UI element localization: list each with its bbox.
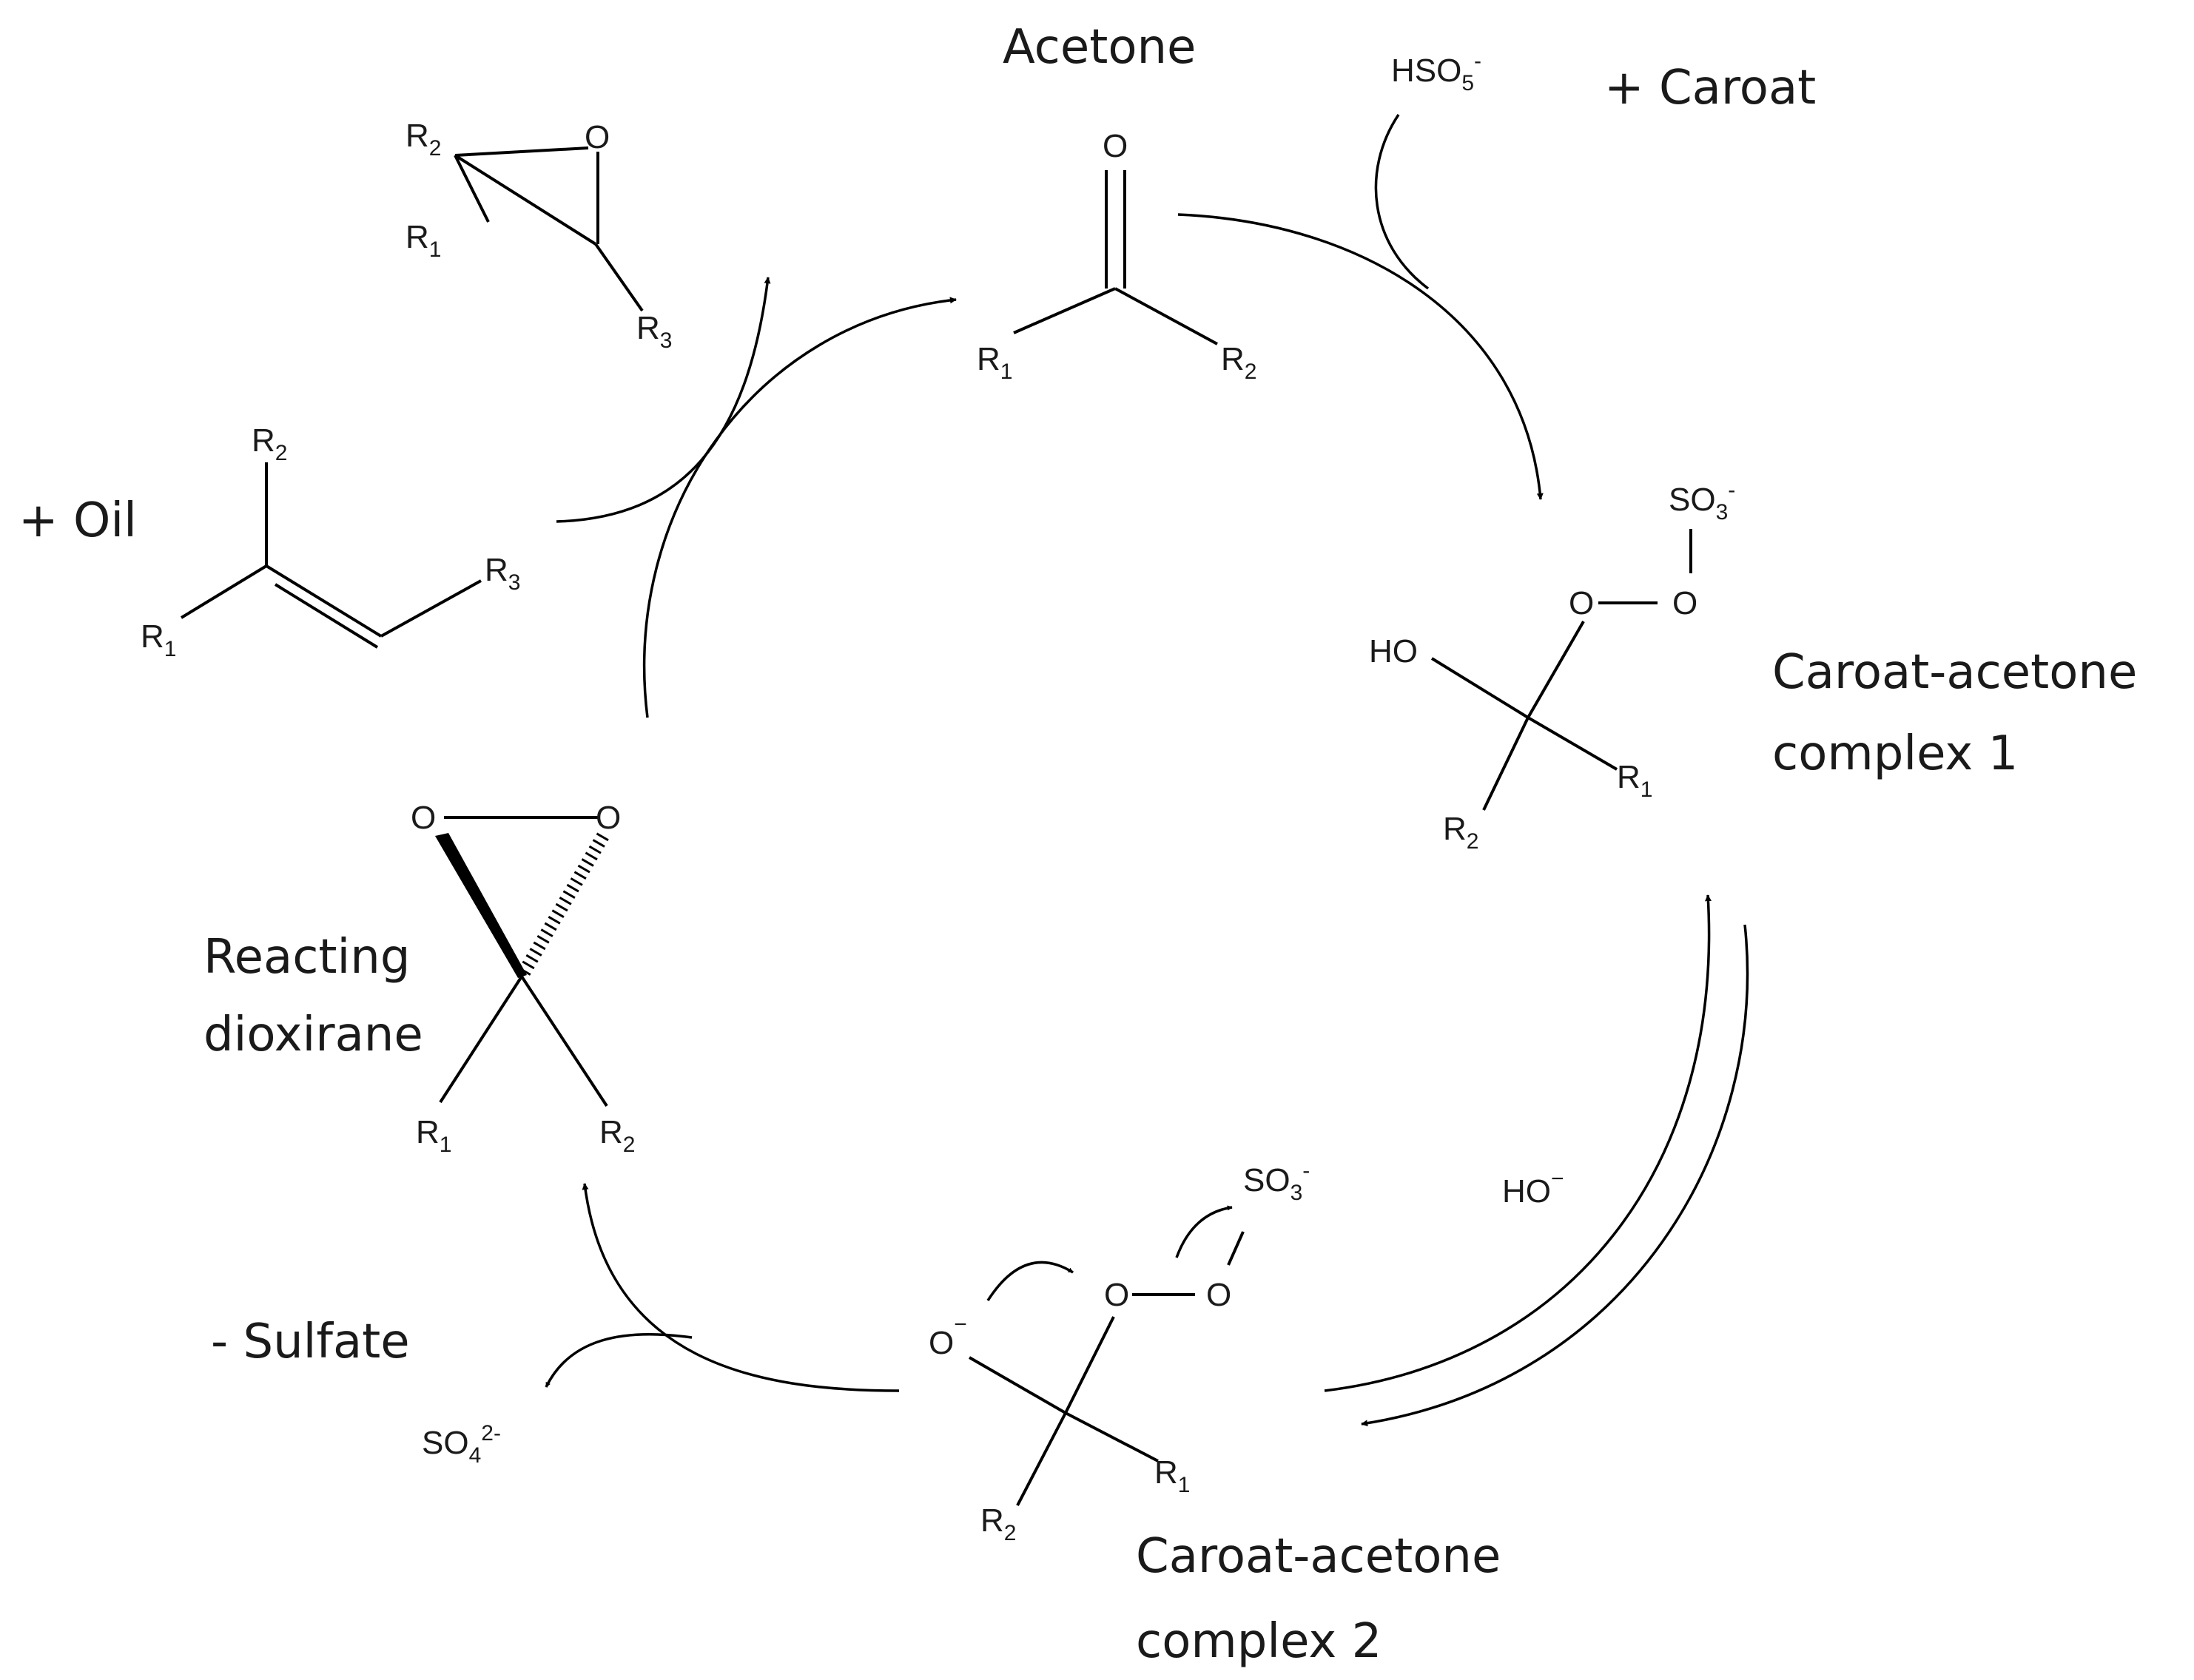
epoxide-oxygen: O bbox=[585, 119, 610, 155]
alkene-r3: R3 bbox=[485, 552, 520, 595]
complex2-label-line2: complex 2 bbox=[1136, 1614, 1382, 1669]
complex1-hydroxyl: HO bbox=[1369, 633, 1418, 669]
hydroxide-reagent: HO− bbox=[1502, 1167, 1564, 1210]
complex2-r1: R1 bbox=[1154, 1454, 1190, 1497]
dioxirane-structure: O O R1 R2 bbox=[411, 800, 635, 1157]
oil-label: + Oil bbox=[18, 493, 137, 548]
complex1-r1: R1 bbox=[1617, 759, 1652, 802]
complex2-oxygen-b: O bbox=[1206, 1277, 1231, 1313]
alkene-r2: R2 bbox=[252, 422, 287, 465]
arrow-hso5-entry bbox=[1374, 114, 1430, 290]
arrow-complex1-to-complex2 bbox=[1361, 924, 1749, 1427]
complex2-so3: SO3- bbox=[1243, 1158, 1310, 1205]
arrow-acetone-to-complex1 bbox=[1177, 213, 1544, 500]
hso5-reagent: HSO5- bbox=[1391, 49, 1481, 95]
complex2-r2: R2 bbox=[980, 1502, 1016, 1545]
complex1-label-line1: Caroat-acetone bbox=[1772, 645, 2137, 700]
dioxirane-oxygen-a: O bbox=[411, 800, 436, 836]
arrow-complex2-to-dioxirane bbox=[582, 1183, 900, 1392]
electron-push-arrow-2 bbox=[1175, 1205, 1233, 1258]
sulfate-label: - Sulfate bbox=[211, 1315, 410, 1369]
arrow-sulfate-release bbox=[545, 1333, 693, 1388]
epoxide-r2: R2 bbox=[406, 118, 441, 161]
epoxide-r3: R3 bbox=[636, 310, 672, 353]
arrow-oil-to-epoxide bbox=[556, 277, 771, 523]
complex2-oxide: O− bbox=[929, 1312, 967, 1361]
electron-push-arrow-1 bbox=[986, 1261, 1074, 1301]
acetone-r2: R2 bbox=[1221, 341, 1256, 384]
complex1-oxygen-a: O bbox=[1569, 585, 1594, 621]
caroat-label: + Caroat bbox=[1604, 61, 1816, 115]
dioxirane-label-line2: dioxirane bbox=[203, 1008, 423, 1062]
dioxirane-r2: R2 bbox=[599, 1114, 635, 1157]
acetone-oxygen: O bbox=[1103, 128, 1128, 164]
alkene-r1: R1 bbox=[141, 618, 176, 661]
acetone-label: Acetone bbox=[1003, 20, 1196, 75]
dioxirane-r1: R1 bbox=[416, 1114, 451, 1157]
dioxirane-label-line1: Reacting bbox=[203, 930, 410, 985]
acetone-r1: R1 bbox=[977, 341, 1012, 384]
complex1-oxygen-b: O bbox=[1672, 585, 1697, 621]
complex1-r2: R2 bbox=[1443, 811, 1478, 854]
dioxirane-oxygen-b: O bbox=[596, 800, 621, 836]
complex2-structure: O− O O SO3- R1 R2 bbox=[929, 1158, 1310, 1545]
epoxide-structure: O R2 R1 R3 bbox=[406, 118, 672, 353]
complex2-oxygen-a: O bbox=[1104, 1277, 1129, 1313]
arrow-complex2-to-complex1 bbox=[1324, 894, 1712, 1392]
complex1-label-line2: complex 1 bbox=[1772, 726, 2018, 781]
complex1-structure: HO O O SO3- R1 R2 bbox=[1369, 478, 1735, 854]
arrow-dioxirane-to-acetone bbox=[643, 297, 957, 718]
complex1-so3: SO3- bbox=[1669, 478, 1735, 524]
alkene-structure: R2 R1 R3 bbox=[141, 422, 520, 661]
complex2-label-line1: Caroat-acetone bbox=[1136, 1529, 1501, 1584]
epoxide-r1: R1 bbox=[406, 219, 441, 262]
acetone-structure: O R1 R2 bbox=[977, 128, 1256, 384]
so4-product: SO42- bbox=[422, 1421, 501, 1468]
